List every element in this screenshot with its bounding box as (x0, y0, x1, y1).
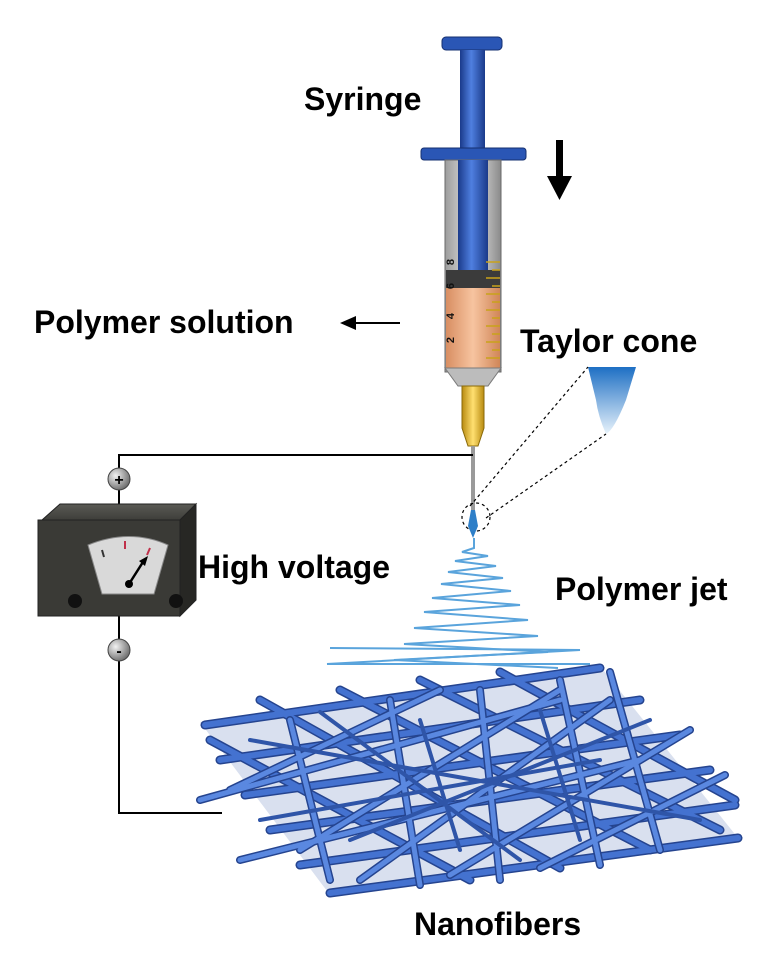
label-polymer-solution: Polymer solution (34, 304, 294, 340)
label-nanofibers: Nanofibers (414, 906, 581, 942)
scale-number-4: 4 (445, 312, 457, 319)
negative-terminal: - (107, 638, 131, 662)
plunger-cap (441, 36, 503, 51)
scale-number-2: 2 (445, 337, 457, 343)
polymer-jet (326, 538, 590, 669)
knob-right (169, 594, 183, 608)
syringe-scale-ticks (486, 261, 500, 359)
label-polymer-jet: Polymer jet (555, 571, 728, 607)
needle-hub (461, 385, 485, 447)
scale-number-8: 8 (445, 259, 457, 265)
scale-number-6: 6 (445, 283, 457, 289)
syringe: 8 6 4 2 (420, 36, 527, 510)
knob-left (68, 594, 82, 608)
down-arrow-icon (547, 140, 572, 200)
barrel-tip (444, 367, 502, 387)
jet-tip (468, 510, 478, 538)
left-arrow-icon (340, 316, 400, 330)
needle (471, 446, 475, 510)
voltmeter-gauge-icon (87, 536, 169, 595)
taylor-cone-icon (588, 367, 636, 434)
finger-flange (420, 147, 527, 161)
label-taylor-cone: Taylor cone (520, 323, 697, 359)
nanofiber-mat (196, 663, 743, 898)
plunger-inner-rod (458, 160, 488, 272)
label-high-voltage: High voltage (198, 549, 390, 585)
positive-terminal: + (107, 467, 131, 491)
positive-terminal-sign: + (114, 472, 123, 489)
negative-terminal-sign: - (116, 643, 121, 660)
plunger-stopper (446, 270, 500, 288)
taylor-cone-callout-lines (461, 366, 607, 532)
label-syringe: Syringe (304, 81, 421, 117)
polymer-solution-fill (446, 288, 500, 368)
plunger-rod (460, 50, 485, 160)
taylor-cone-highlight-circle (461, 502, 491, 532)
